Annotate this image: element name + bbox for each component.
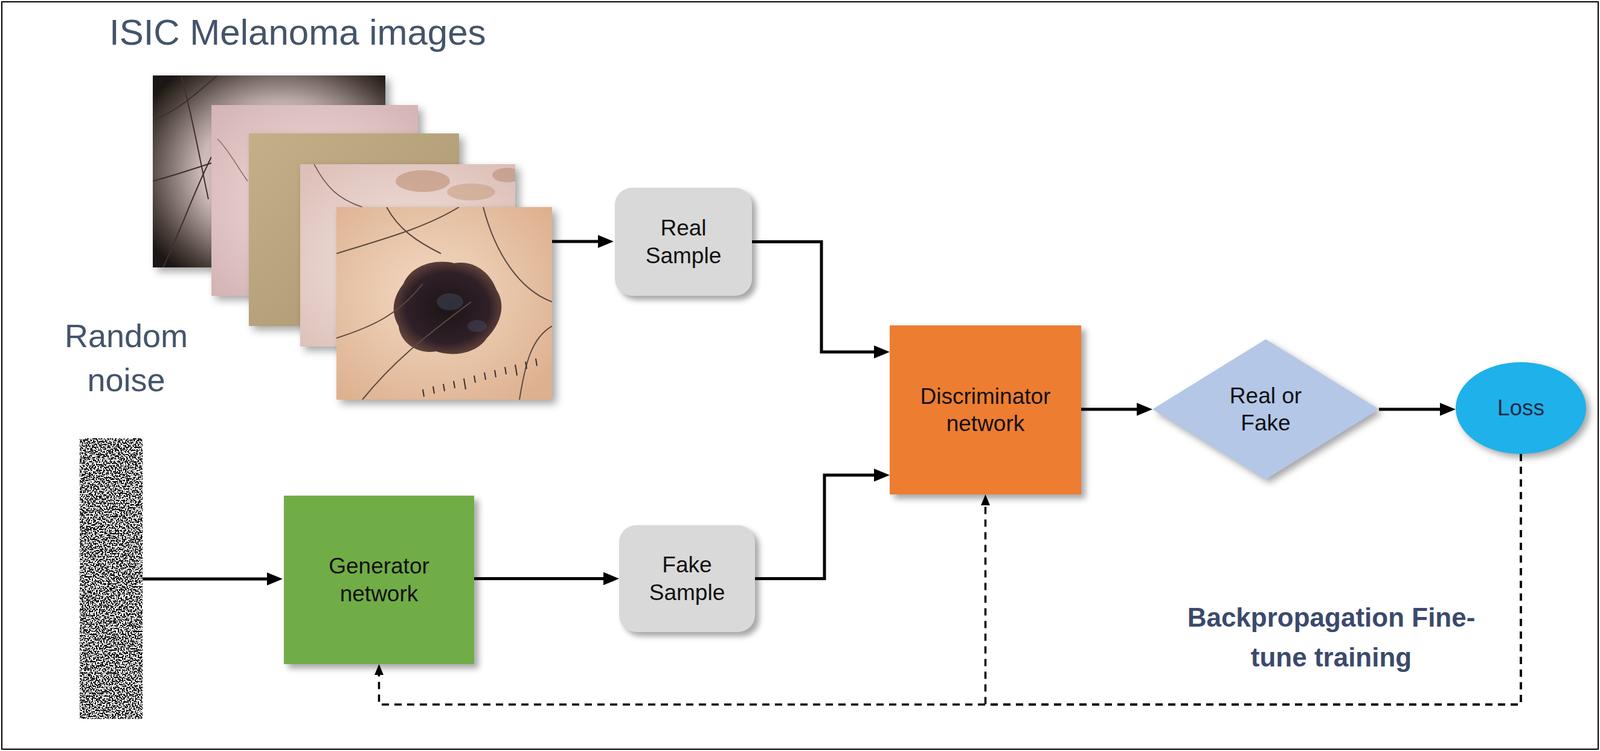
sample-box: Fake Sample	[619, 525, 756, 633]
ruler-ticks	[422, 358, 537, 397]
node-text-group: Generator network	[297, 552, 461, 608]
node-label: Discriminator network	[901, 382, 1071, 438]
generator-box: Generator network	[283, 495, 475, 665]
diamond-fill	[1152, 339, 1379, 480]
hair-line	[217, 138, 248, 182]
node-label: Fake Sample	[629, 551, 745, 606]
loss-ellipse: Loss	[1455, 362, 1587, 455]
pigment-patches	[314, 164, 516, 208]
hair-lines	[336, 207, 553, 400]
flow-arrow	[751, 242, 885, 353]
lesion	[393, 262, 502, 355]
lesion-spot	[467, 320, 487, 333]
node-text-group: Real Sample	[626, 214, 742, 269]
flow-arrow	[1378, 408, 1451, 412]
hair-lines	[152, 75, 218, 268]
node-label: Loss	[1497, 394, 1545, 422]
noise-label: Random noise	[53, 314, 199, 403]
skin-photo	[336, 207, 553, 400]
input-arrow	[552, 240, 609, 244]
lesion-spot	[436, 293, 464, 311]
node-text-group: Fake Sample	[629, 551, 745, 606]
input-arrow	[142, 578, 278, 582]
sample-box: Real Sample	[614, 187, 752, 296]
node-label: Real Sample	[626, 214, 742, 269]
flow-arrow	[474, 577, 615, 581]
node-text-group: Discriminator network	[901, 382, 1071, 438]
ellipse-fill	[1455, 362, 1587, 455]
flow-arrow	[1081, 408, 1148, 412]
diamond-outline	[1152, 339, 1379, 480]
node-label: Real or Fake	[1229, 382, 1303, 437]
text-label: Backpropagation Fine-tune training	[1180, 597, 1483, 678]
node-text-group: Real or Fake	[1229, 382, 1303, 437]
decision-diamond: Real or Fake	[1152, 339, 1379, 480]
flow-arrow	[755, 475, 885, 580]
discriminator-box: Discriminator network	[889, 325, 1082, 495]
noise-vector	[79, 438, 143, 720]
node-text-group: Loss	[1497, 394, 1545, 422]
text-label: ISIC Melanoma images	[109, 10, 653, 55]
melanoma-image-stack	[152, 75, 553, 400]
node-label: Generator network	[297, 552, 461, 608]
training-note: Backpropagation Fine-tune training	[1180, 597, 1483, 678]
text-label: Random noise	[53, 314, 199, 403]
image-set-title: ISIC Melanoma images	[109, 10, 653, 55]
melanoma-image	[336, 207, 553, 400]
